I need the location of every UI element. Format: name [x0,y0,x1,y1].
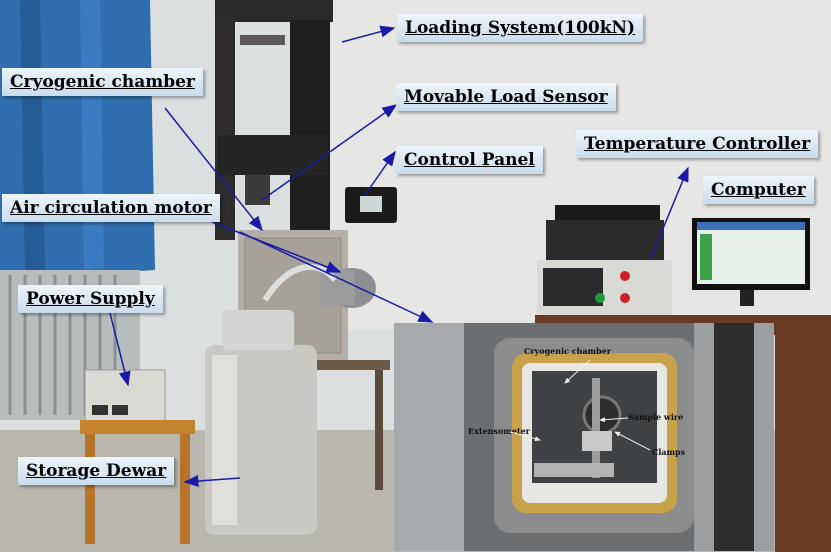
inset-label-extensometer: Extensometer [468,426,530,436]
inset-photo [394,323,774,551]
label-movable-load-sensor: Movable Load Sensor [396,83,616,111]
label-cryogenic-chamber: Cryogenic chamber [2,68,203,96]
inset-label-clamps: Clamps [652,447,686,457]
label-loading-system: Loading System(100kN) [397,14,644,42]
label-temperature-controller: Temperature Controller [576,130,819,158]
label-power-supply: Power Supply [18,285,163,313]
inset-label-sample-wire: Sample wire [628,412,684,422]
label-storage-dewar: Storage Dewar [18,457,175,485]
label-computer: Computer [703,176,814,204]
inset-label-cryogenic-chamber: Cryogenic chamber [524,346,611,356]
label-control-panel: Control Panel [396,146,543,174]
label-air-circulation-motor: Air circulation motor [2,194,220,222]
